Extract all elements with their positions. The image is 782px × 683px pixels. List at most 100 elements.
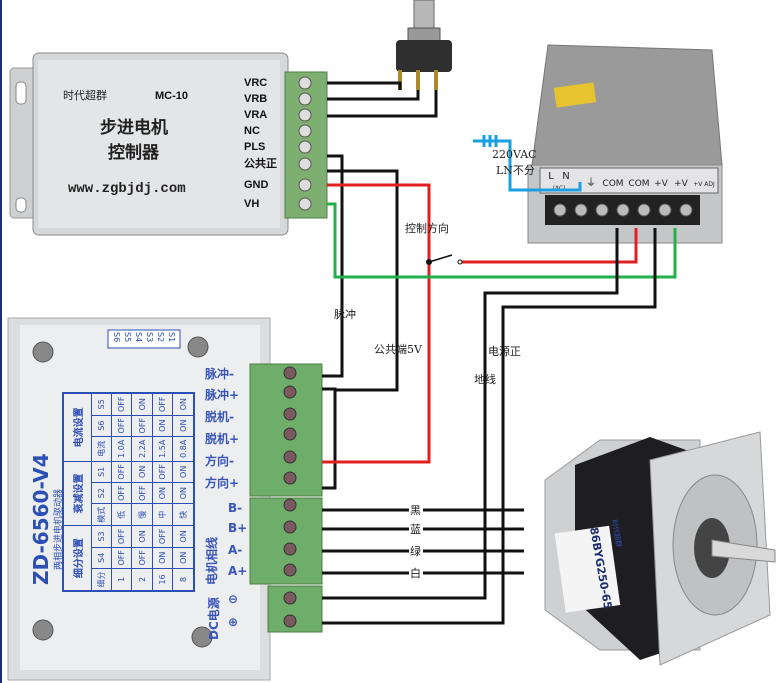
table-header: S6	[91, 415, 112, 437]
table-cell: 1.0A	[111, 436, 132, 462]
table-header: S5	[91, 393, 112, 416]
table-cell: ON	[172, 482, 194, 504]
dip-switch-label: S5	[123, 332, 132, 342]
terminal-screw-icon	[283, 450, 297, 464]
psu-terminal-label: N	[562, 171, 569, 182]
psu-terminal-label: COM	[602, 179, 623, 189]
table-cell: ON	[172, 415, 194, 437]
terminal-screw-icon	[679, 203, 693, 217]
wire-common-bus	[322, 387, 337, 490]
table-header: 模式	[91, 503, 112, 526]
dc-power-group-label: DC电源	[206, 597, 221, 640]
table-cell: OFF	[131, 547, 153, 569]
table-cell: OFF	[131, 415, 153, 437]
pulse-label: 脉冲	[334, 307, 356, 321]
table-header: S1	[91, 461, 112, 483]
screw-icon	[32, 341, 54, 363]
table-cell: ON	[131, 393, 153, 416]
terminal-screw-icon	[283, 542, 297, 556]
terminal-screw-icon	[553, 203, 567, 217]
table-group-header: 电流设置	[63, 393, 92, 462]
driver-terminal-label: ⊖	[228, 592, 238, 606]
wire-vrb	[327, 90, 420, 101]
controller-terminal-label: GND	[244, 179, 269, 191]
terminal-screw-icon	[298, 197, 312, 211]
table-cell: 2.2A	[131, 436, 153, 462]
psu-terminal-label: COM	[628, 179, 649, 189]
table-cell: OFF	[111, 393, 132, 416]
table-cell: 1.5A	[152, 436, 173, 462]
controller-model: MC-10	[155, 90, 188, 102]
driver-terminal-label: B+	[228, 521, 247, 535]
table-header: 细分	[91, 568, 112, 591]
controller-terminal-label: VRA	[244, 109, 267, 121]
screw-icon	[191, 626, 213, 648]
wire-gnd-direction	[322, 183, 431, 464]
table-cell: 16	[152, 568, 173, 591]
controller-website: www.zgbjdj.com	[68, 181, 186, 197]
left-border	[0, 0, 2, 683]
white-wire-label: 白	[410, 566, 421, 580]
table-cell: OFF	[152, 461, 173, 483]
blue-wire-label: 蓝	[410, 523, 421, 536]
driver-terminal-label: 脉冲-	[204, 366, 234, 381]
common-5v-label: 公共端5V	[374, 343, 423, 356]
controller-name-line1: 步进电机	[100, 117, 168, 138]
table-cell: 低	[111, 503, 132, 526]
terminal-screw-icon	[283, 385, 297, 399]
switch-contact	[457, 259, 463, 265]
potentiometer	[396, 0, 452, 90]
controller-terminal-label: VRB	[244, 93, 267, 105]
terminal-screw-icon	[637, 203, 651, 217]
table-cell: 中	[152, 503, 173, 526]
table-cell: ON	[131, 525, 153, 548]
direction-switch[interactable]	[428, 254, 453, 263]
table-cell: OFF	[131, 482, 153, 504]
controller-terminal-label: PLS	[244, 141, 265, 153]
table-cell: ON	[152, 415, 173, 437]
psu-terminal-label: +V	[674, 179, 689, 189]
wire-labels: 控制方向 脉冲 公共端5V 电源正 地线 黑 蓝 绿 白	[334, 221, 521, 580]
terminal-screw-icon	[283, 614, 297, 628]
terminal-screw-icon	[298, 157, 312, 171]
screw-icon	[187, 336, 209, 358]
table-header: 电流	[91, 436, 112, 462]
driver-terminal-label: A+	[228, 564, 247, 578]
terminal-screw-icon	[298, 92, 312, 106]
driver-subtitle: 两相步进电机驱动器	[52, 489, 64, 570]
terminal-screw-icon	[283, 471, 297, 485]
terminal-screw-icon	[298, 140, 312, 154]
terminal-screw-icon	[283, 427, 297, 441]
dip-switch-label: S6	[112, 332, 121, 342]
stepper-controller: 时代超群 MC-10 步进电机 控制器 www.zgbjdj.com VRCVR…	[9, 52, 328, 236]
driver-terminal-label: B-	[228, 501, 242, 515]
terminal-screw-icon	[616, 203, 630, 217]
terminal-screw-icon	[595, 203, 609, 217]
driver-terminal-label: 方向-	[205, 453, 234, 468]
terminal-screw-icon	[298, 108, 312, 122]
driver-terminal-label: ⊕	[228, 615, 238, 629]
driver-terminal-label: 脱机-	[205, 409, 234, 424]
driver-terminal-label: A-	[228, 543, 242, 557]
psu-terminal-label: +V	[654, 179, 669, 189]
table-cell: ON	[172, 525, 194, 548]
controller-name-line2: 控制器	[108, 142, 160, 163]
table-cell: 8	[172, 568, 194, 591]
stepper-motor: 86BYG250-65 时代超群	[544, 431, 776, 666]
table-cell: OFF	[152, 525, 173, 548]
controller-brand: 时代超群	[63, 88, 107, 102]
driver-model: ZD-6560-V4	[29, 453, 53, 585]
terminal-screw-icon	[658, 203, 672, 217]
terminal-screw-icon	[298, 178, 312, 192]
table-cell: 1	[111, 568, 132, 591]
terminal-screw-icon	[574, 203, 588, 217]
wire-power-positive	[322, 228, 657, 625]
wire-switch-to-psu	[461, 228, 638, 264]
